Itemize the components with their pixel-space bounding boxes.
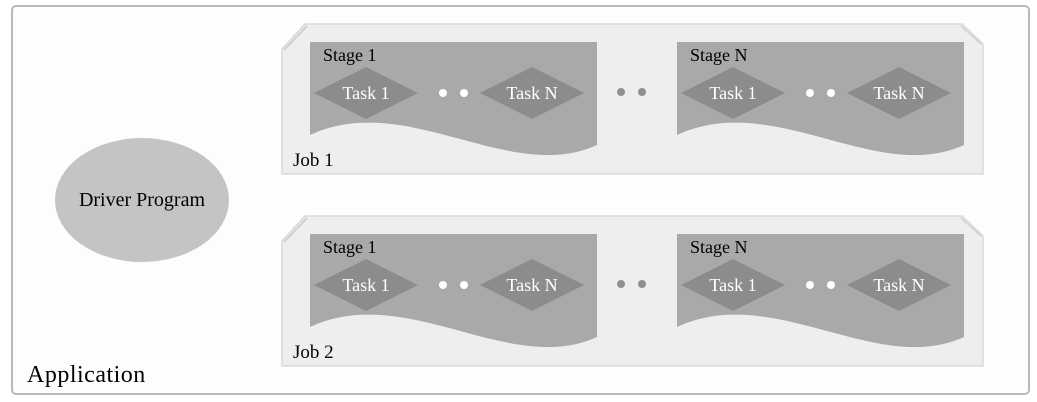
application-label: Application [27,362,146,388]
stage-container: Stage N Task 1 Task N [677,234,964,349]
driver-program-label: Driver Program [78,188,206,211]
job-1-container: Stage 1 Task 1 Task N Stage N Task 1 [281,23,984,175]
job-label: Job 2 [293,342,334,363]
stage-container: Stage N Task 1 Task N [677,42,964,157]
stage-wave-shape [310,42,597,156]
stage-wave-shape [310,234,597,348]
task-label: Task N [873,82,925,103]
stage-container: Stage 1 Task 1 Task N [310,42,597,157]
task-ellipsis-dots-icon [439,89,468,97]
task-label: Task 1 [342,82,390,103]
stage-label: Stage N [690,45,748,65]
task-label: Task N [506,82,558,103]
job-label: Job 1 [293,150,334,171]
driver-program-ellipse: Driver Program [55,138,229,262]
task-label: Task 1 [709,274,757,295]
application-frame: Driver Program Stage 1 Task 1 Task N [11,5,1030,395]
stage-label: Stage N [690,237,748,257]
job-2-container: Stage 1 Task 1 Task N Stage N Task 1 [281,215,984,367]
task-ellipsis-dots-icon [439,281,468,289]
stage-wave-shape [677,234,964,348]
stage-container: Stage 1 Task 1 Task N [310,234,597,349]
stage-label: Stage 1 [323,237,377,257]
stage-ellipsis-dots-icon [617,280,646,288]
task-ellipsis-dots-icon [806,281,835,289]
task-label: Task 1 [342,274,390,295]
task-ellipsis-dots-icon [806,89,835,97]
stage-label: Stage 1 [323,45,377,65]
stage-ellipsis-dots-icon [617,88,646,96]
task-label: Task N [506,274,558,295]
stage-wave-shape [677,42,964,156]
task-label: Task N [873,274,925,295]
task-label: Task 1 [709,82,757,103]
